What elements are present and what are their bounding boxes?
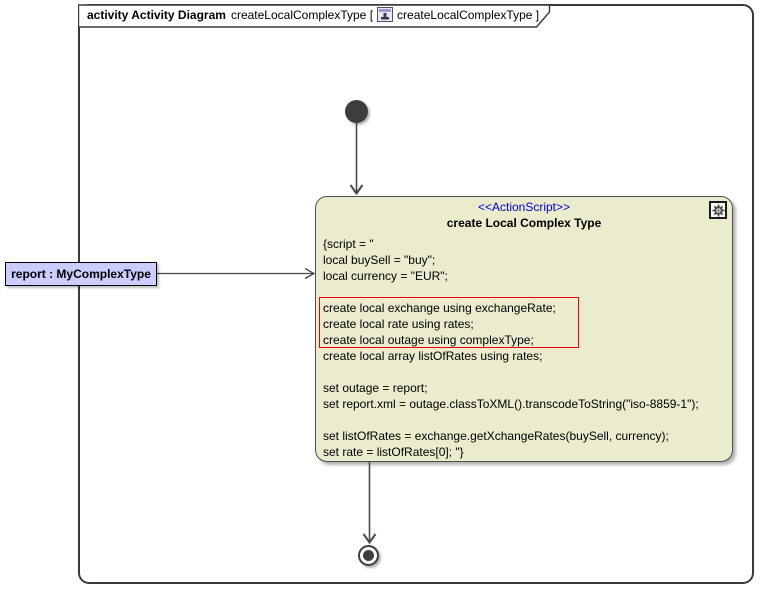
initial-node[interactable] (345, 100, 368, 123)
frame-title: activity Activity Diagram createLocalComp… (87, 5, 539, 26)
script-line: create local array listOfRates using rat… (323, 349, 543, 363)
script-line: create local rate using rates; (323, 317, 474, 331)
gear-icon[interactable] (709, 201, 727, 219)
script-line: local buySell = "buy"; (323, 253, 436, 267)
action-node-create-local-complex-type[interactable]: <<ActionScript>> create Local Complex Ty… (315, 196, 733, 462)
script-line: create local outage using complexType; (323, 333, 534, 347)
bracket-open: [ (369, 8, 374, 22)
bracket-close: ] (535, 8, 540, 22)
script-line (323, 412, 725, 428)
script-line: set report.xml = outage.classToXML().tra… (323, 397, 699, 411)
script-line: local currency = "EUR"; (323, 269, 448, 283)
frame-diagram-ref: createLocalComplexType (397, 8, 533, 22)
action-script-body: {script = " local buySell = "buy"; local… (323, 236, 725, 460)
red-highlight-rect (319, 297, 579, 348)
script-line: {script = " (323, 237, 374, 251)
final-node-dot (363, 550, 374, 561)
activity-final-node[interactable] (358, 545, 379, 566)
script-line: create local exchange using exchangeRate… (323, 301, 556, 315)
frame-title-pentagon (78, 4, 551, 28)
script-line: set listOfRates = exchange.getXchangeRat… (323, 429, 669, 443)
script-line (323, 364, 725, 380)
activity-diagram-icon (377, 7, 394, 22)
action-stereotype: <<ActionScript>> (477, 200, 571, 214)
object-node-label[interactable]: report : MyComplexType (5, 262, 157, 286)
action-name: create Local Complex Type (446, 216, 602, 230)
script-line: set rate = listOfRates[0]; "} (323, 445, 464, 459)
frame-keyword: activity Activity Diagram (87, 8, 226, 22)
script-line: set outage = report; (323, 381, 428, 395)
frame-diagram-name: createLocalComplexType (230, 8, 367, 22)
